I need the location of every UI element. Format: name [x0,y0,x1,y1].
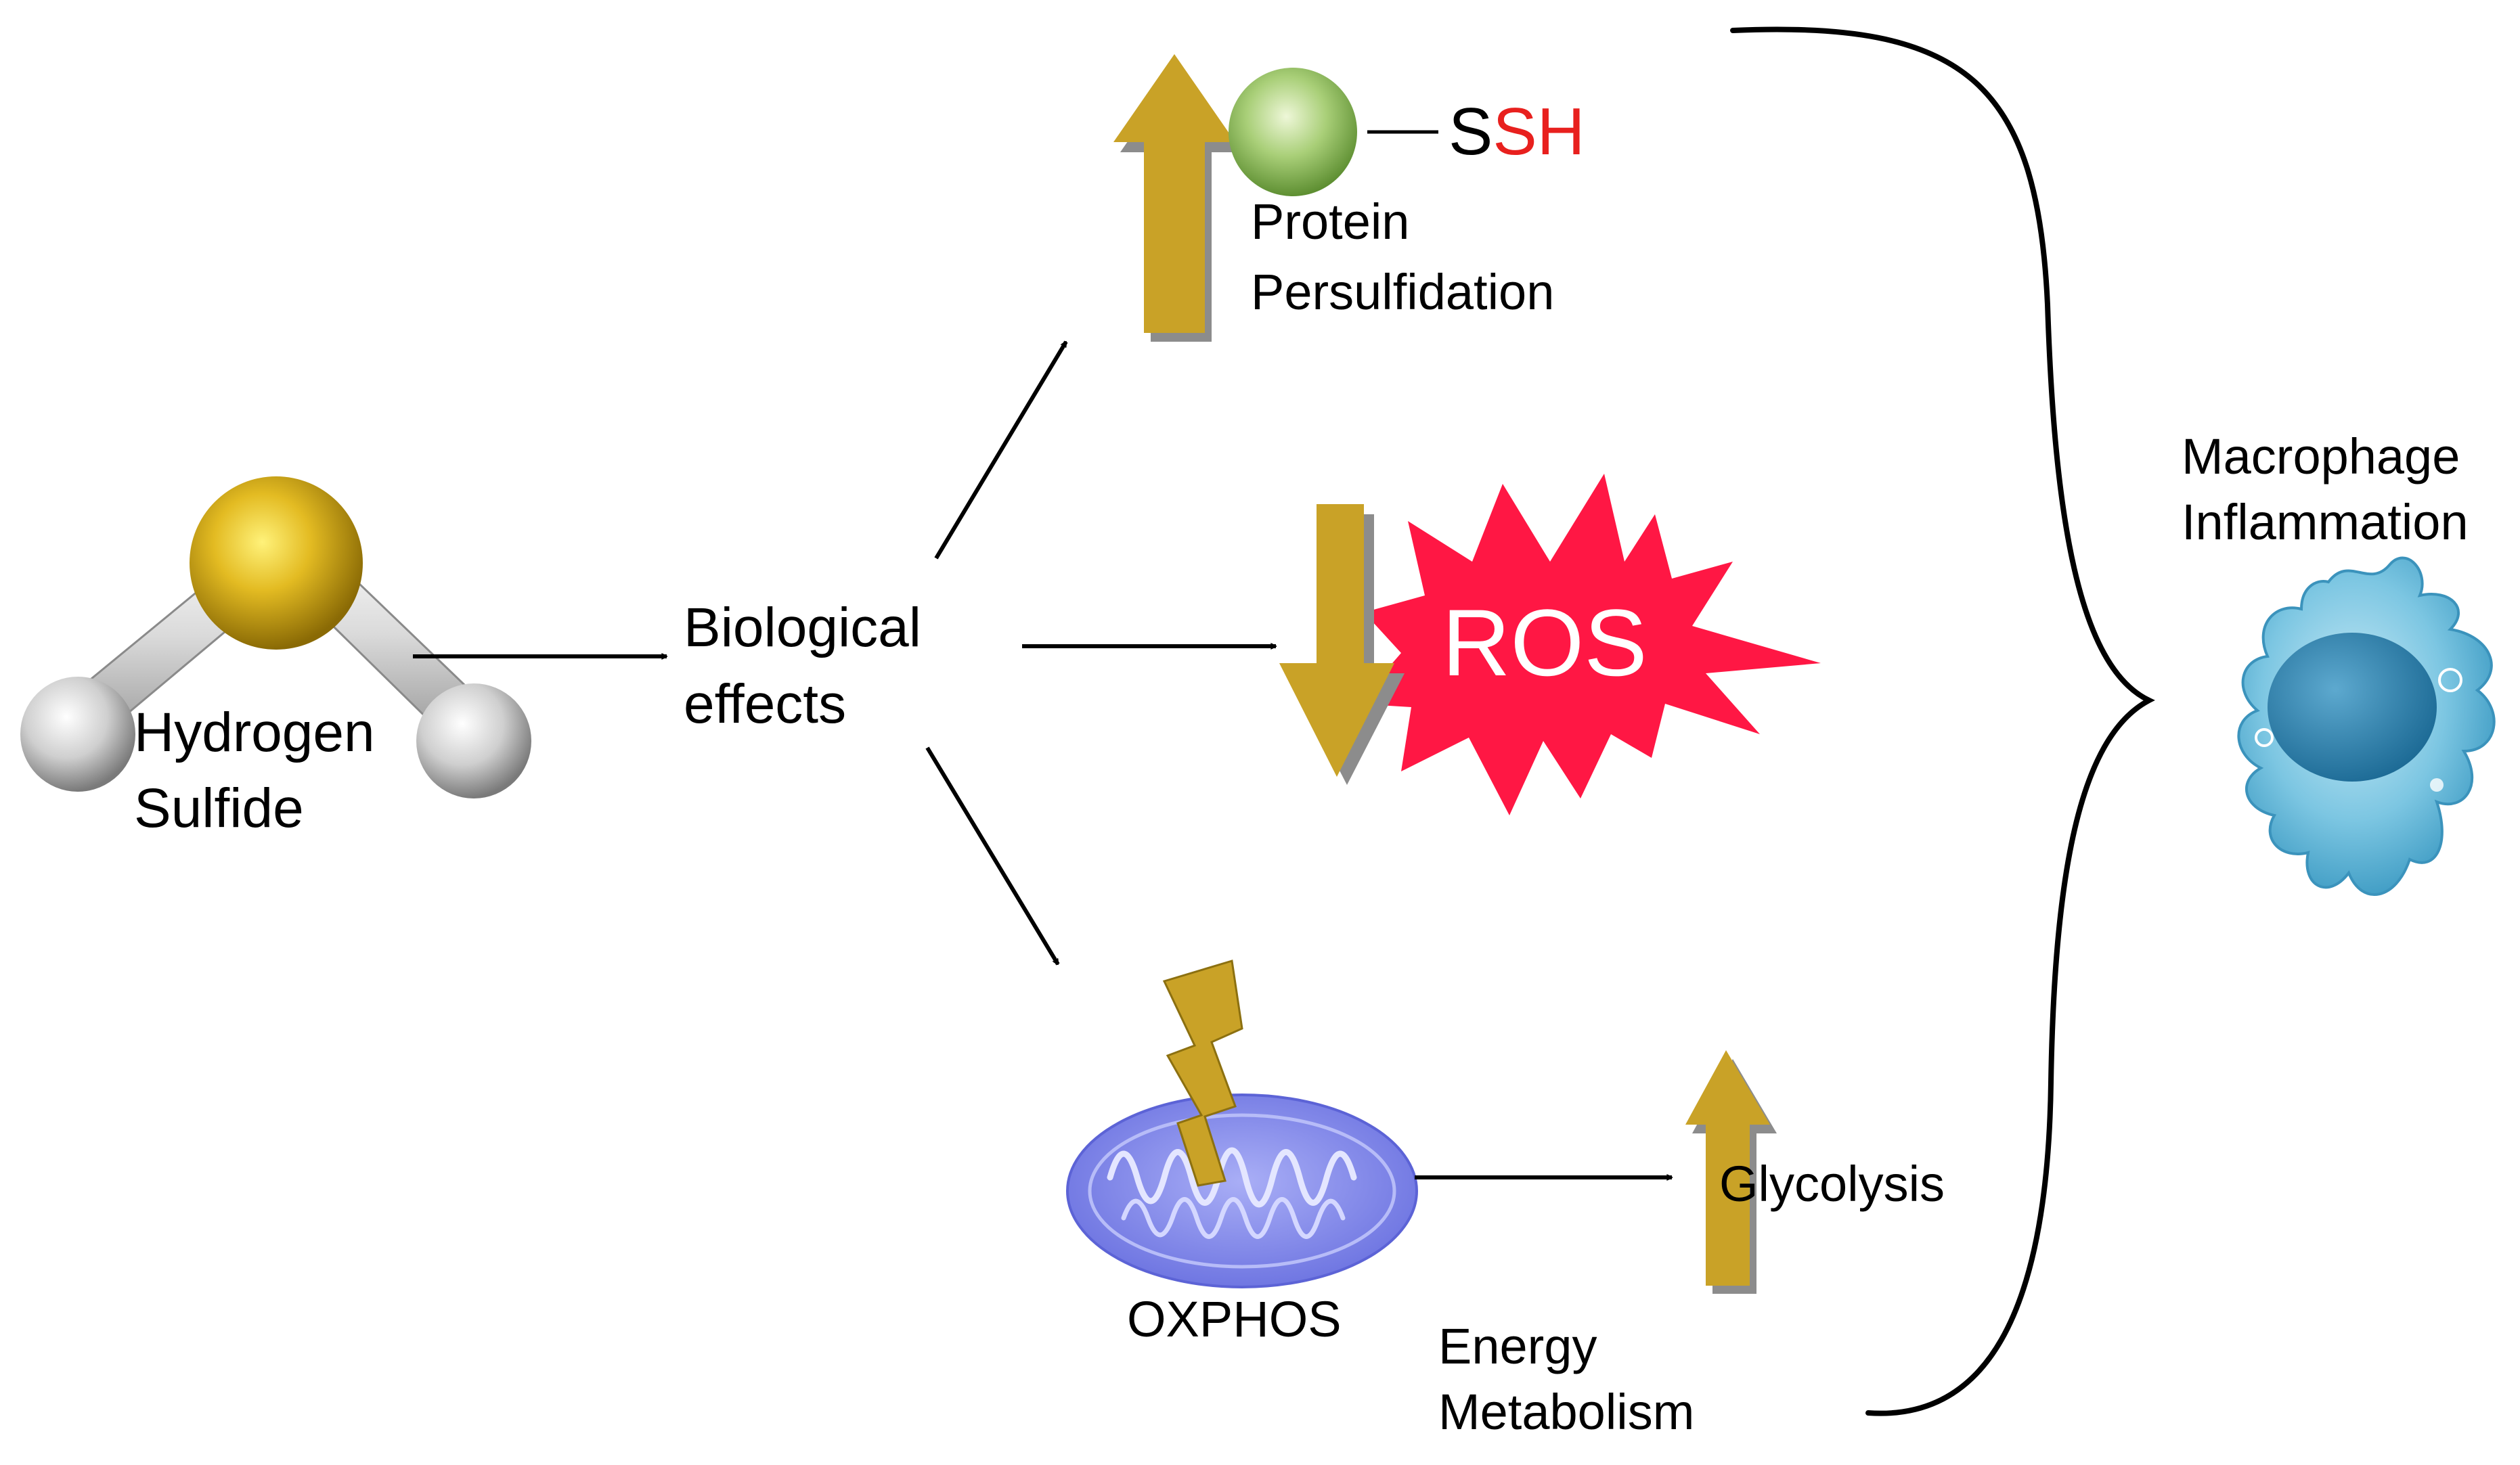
energy-label-line1: Energy [1438,1318,1597,1374]
glycolysis-label: Glycolysis [1719,1156,1945,1212]
arrow-hub-to-persulfidation [934,342,1068,560]
up-arrow-icon [1685,1050,1777,1294]
outcome-label-line1: Macrophage [2182,428,2460,484]
sulfur-atom [190,476,363,650]
persulfidation-label-line2: Persulfidation [1251,264,1554,320]
macrophage-cell-icon [2237,556,2496,896]
lightning-bolt-icon [1162,960,1243,1187]
hub-label-line1: Biological [684,597,921,658]
hydrogen-atom-left [20,677,135,792]
hydrogen-atom-right [416,683,531,798]
ssh-group: SSH [1449,94,1585,168]
persulfidation-label-line1: Protein [1251,194,1409,250]
oxphos-label: OXPHOS [1127,1291,1342,1347]
outcome-label-line2: Inflammation [2182,494,2469,550]
ssh-sulfhydryl: SH [1493,94,1585,168]
protein-sphere-icon [1229,68,1357,196]
mitochondrion-icon [1066,1094,1418,1288]
down-arrow-icon [1279,504,1405,785]
h2s-molecule-icon [20,476,531,798]
hub-label-line2: effects [684,673,846,735]
ros-label: ROS [1442,589,1647,696]
up-arrow-icon [1113,54,1242,342]
molecule-label-line1: Hydrogen [134,702,375,763]
curly-brace-icon [1730,26,2155,1416]
ssh-sulfur: S [1449,94,1493,168]
energy-label-line2: Metabolism [1438,1384,1694,1440]
molecule-label-line2: Sulfide [134,777,304,839]
ros-burst-icon [1357,474,1821,815]
arrow-hub-to-energy [925,746,1060,964]
